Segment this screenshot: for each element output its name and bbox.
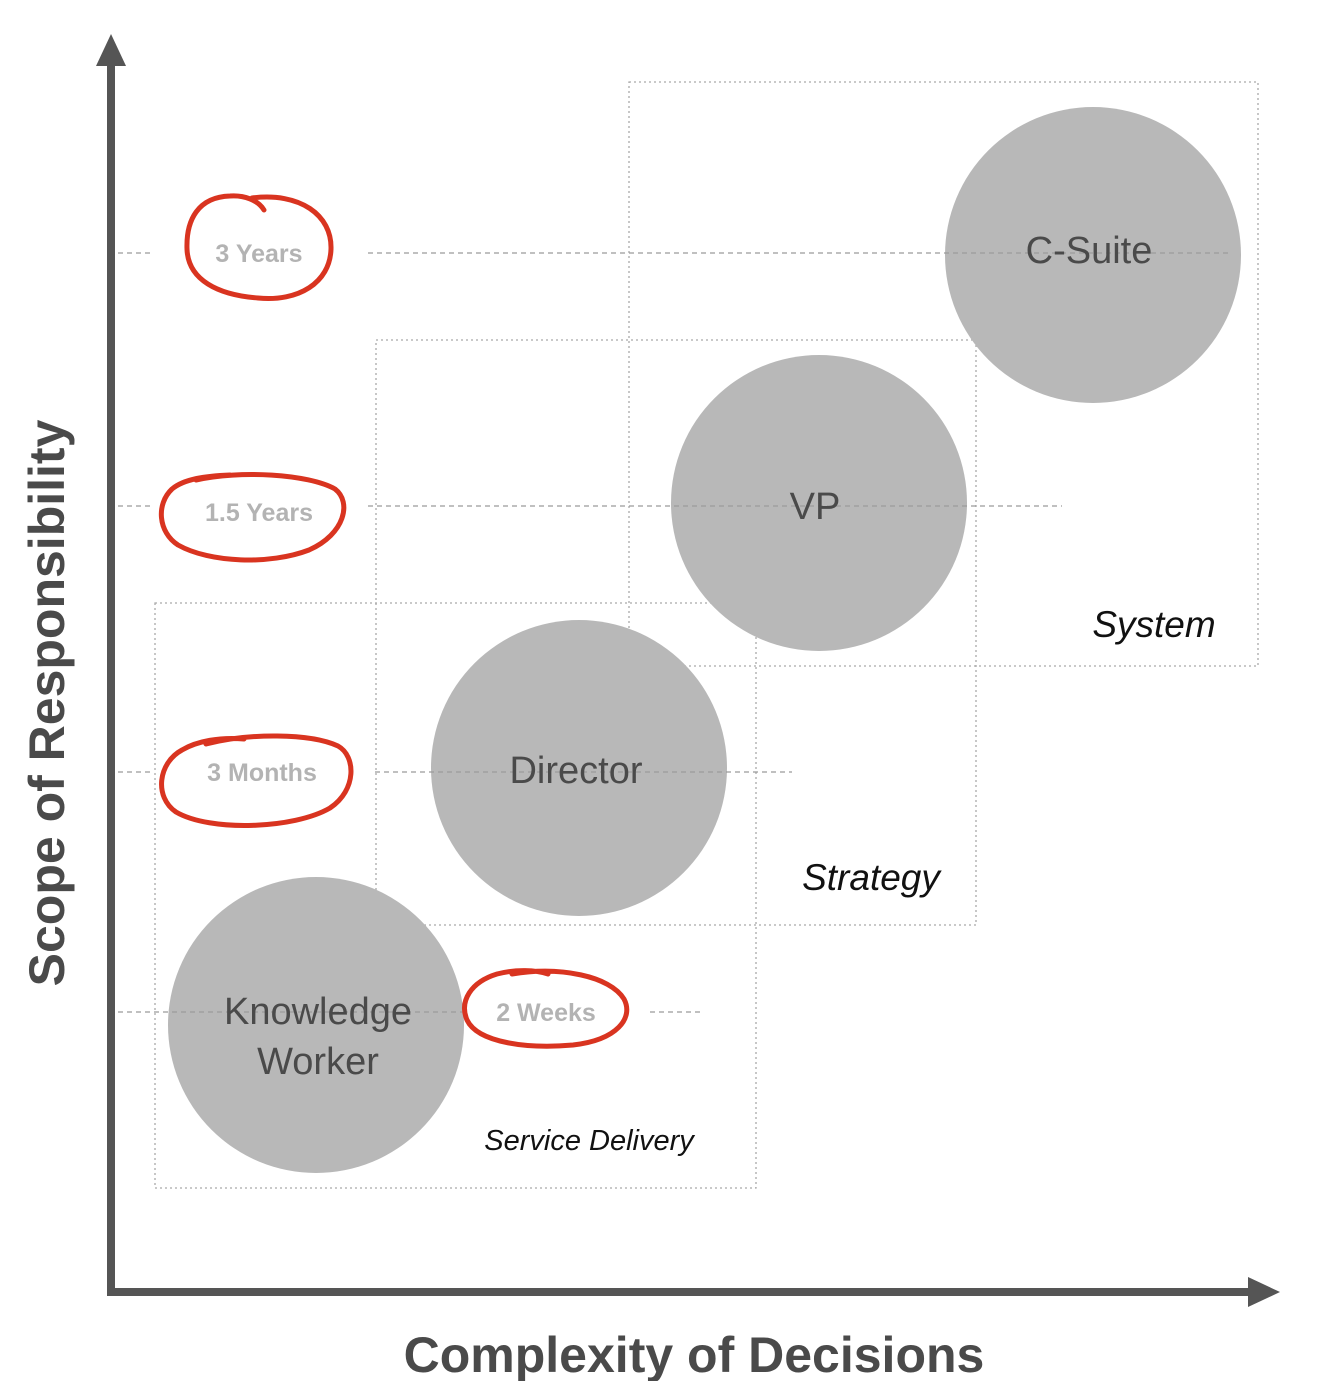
highlight-circle-2-weeks — [462, 968, 630, 1049]
highlight-circle-1-5-years — [158, 472, 347, 563]
role-label-vp: VP — [790, 486, 841, 528]
zone-box-service-delivery — [154, 602, 757, 1189]
highlight-circle-3-months — [159, 733, 354, 828]
bubble-knowledge-worker — [168, 877, 464, 1173]
role-label-knowledge-worker-line2: Worker — [257, 1041, 379, 1083]
bubble-c-suite — [945, 107, 1241, 403]
role-label-director: Director — [509, 750, 642, 792]
zone-box-system — [628, 81, 1259, 667]
horizon-label-3-months: 3 Months — [207, 759, 317, 787]
highlight-circle-3-years — [184, 193, 334, 302]
horizon-label-1-5-years: 1.5 Years — [205, 499, 313, 527]
zone-label-system: System — [1092, 604, 1215, 645]
x-axis-arrowhead — [1248, 1277, 1280, 1307]
bubble-vp — [671, 355, 967, 651]
bubble-director — [431, 620, 727, 916]
x-axis-title: Complexity of Decisions — [404, 1327, 985, 1381]
zone-label-service-delivery: Service Delivery — [484, 1125, 695, 1157]
zone-box-strategy — [375, 339, 977, 926]
horizon-label-2-weeks: 2 Weeks — [496, 999, 596, 1027]
y-axis-arrowhead — [96, 34, 126, 66]
y-axis-title: Scope of Responsibility — [19, 419, 75, 986]
horizon-label-3-years: 3 Years — [215, 240, 302, 268]
role-label-knowledge-worker-line1: Knowledge — [224, 991, 412, 1033]
zone-label-strategy: Strategy — [802, 857, 942, 898]
role-label-c-suite: C-Suite — [1026, 230, 1153, 272]
